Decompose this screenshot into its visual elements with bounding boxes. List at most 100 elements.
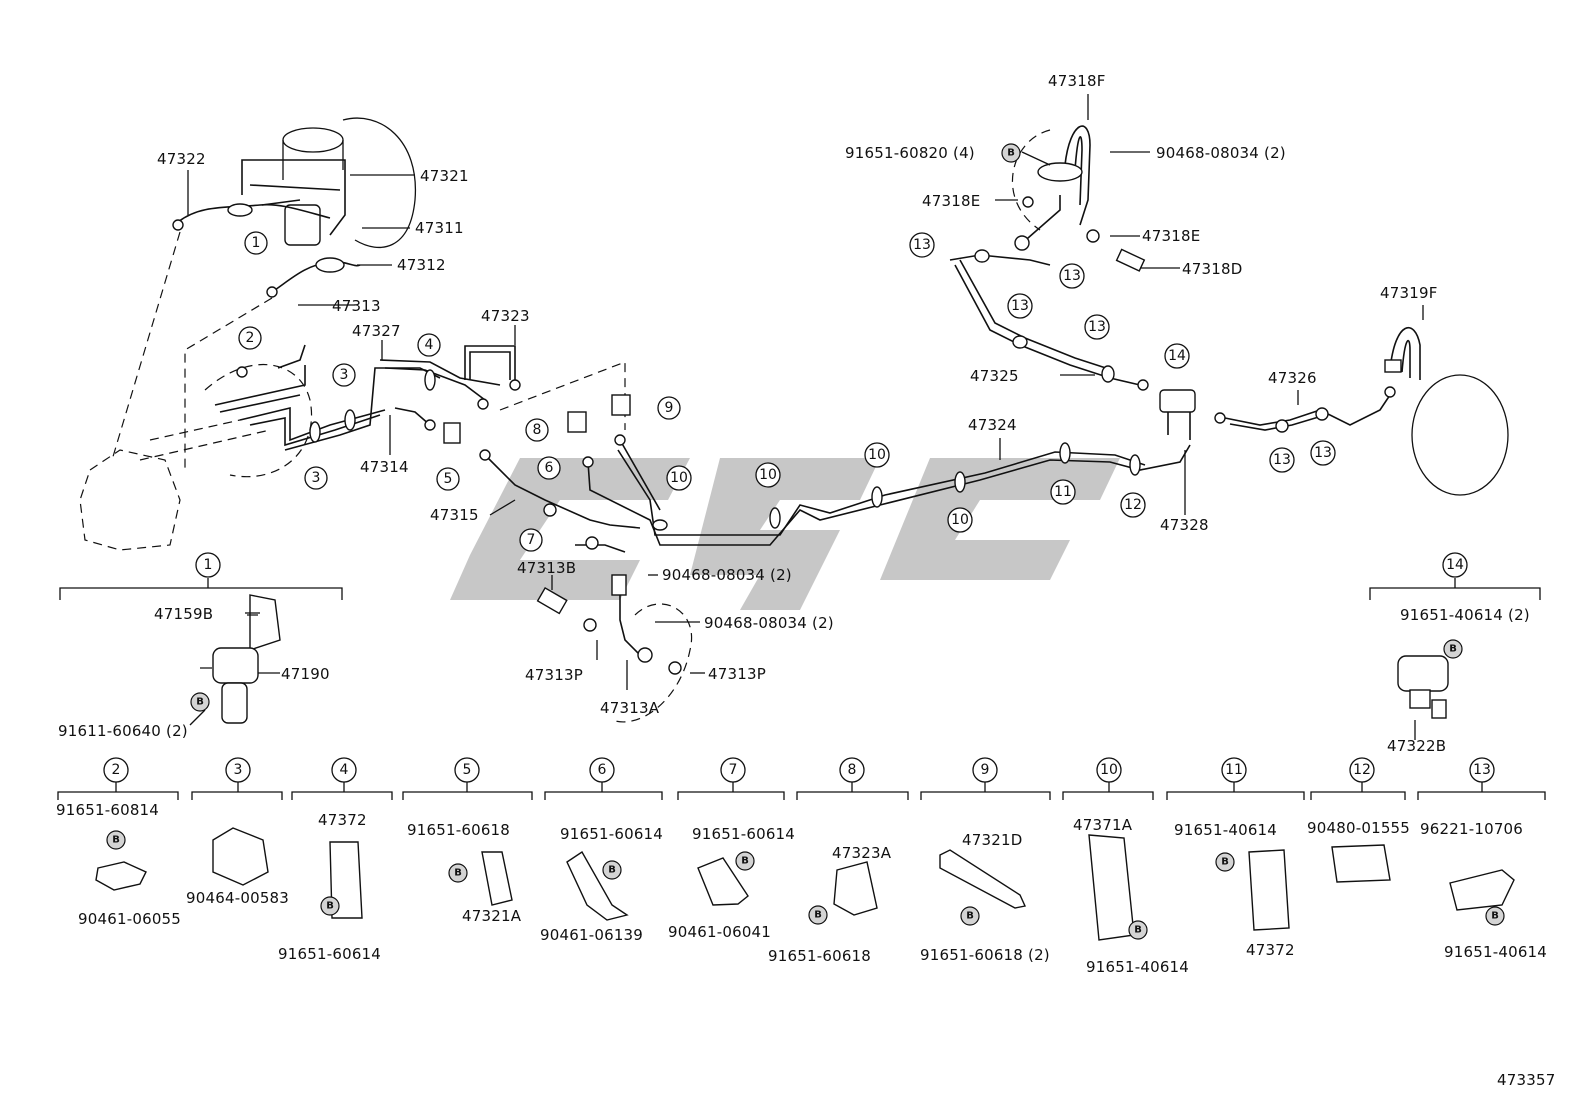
guide-line (499, 361, 626, 430)
svg-text:10: 10 (868, 447, 886, 463)
label-91611-60640: 91611-60640 (2) (58, 722, 188, 740)
bolt-b-icon: B (602, 860, 622, 880)
detail-part-number: 90461-06055 (78, 910, 181, 928)
callout-3b: 3 (304, 466, 328, 490)
callout-13f: 13 (1310, 440, 1336, 466)
detail-index-circle: 5 (454, 757, 480, 783)
svg-text:11: 11 (1054, 484, 1072, 500)
label-47313B: 47313B (517, 559, 576, 577)
guide-line (111, 231, 181, 461)
proportioning-valve-detail (59, 578, 343, 724)
master-cylinder-assembly (172, 117, 417, 298)
detail-part-number: 91651-40614 (1444, 943, 1547, 961)
svg-text:13: 13 (1063, 268, 1081, 284)
detail-index-circle: 6 (589, 757, 615, 783)
part-labels: 47322 47321 47311 47312 47313 47327 4732… (58, 72, 1530, 755)
label-90468-b: 90468-08034 (2) (704, 614, 834, 632)
label-47314: 47314 (360, 458, 409, 476)
svg-text:9: 9 (665, 400, 674, 416)
callout-5: 5 (436, 467, 460, 491)
label-47313P-b: 47313P (708, 665, 766, 683)
label-47325: 47325 (970, 367, 1019, 385)
header-callout-14: 14 (1442, 552, 1468, 578)
bolt-b-icon: B (1128, 920, 1148, 940)
label-47312: 47312 (397, 256, 446, 274)
callout-7: 7 (519, 528, 543, 552)
detail-index-number: 12 (1353, 762, 1371, 778)
callout-12: 12 (1120, 492, 1146, 518)
callout-9: 9 (657, 396, 681, 420)
detail-index-circle: 2 (103, 757, 129, 783)
label-90468-a: 90468-08034 (2) (662, 566, 792, 584)
svg-text:8: 8 (533, 422, 542, 438)
label-47313A: 47313A (600, 699, 660, 717)
svg-text:10: 10 (670, 470, 688, 486)
svg-text:10: 10 (951, 512, 969, 528)
leader-lines (187, 94, 1424, 740)
svg-text:B: B (814, 910, 822, 921)
label-47326: 47326 (1268, 369, 1317, 387)
detail-part-number: 91651-40614 (1086, 958, 1189, 976)
callout-3a: 3 (332, 363, 356, 387)
label-47322: 47322 (157, 150, 206, 168)
detail-part-number: 90461-06041 (668, 923, 771, 941)
callout-10b: 10 (755, 462, 781, 488)
detail-part-number: 90461-06139 (540, 926, 643, 944)
svg-text:B: B (112, 835, 120, 846)
label-47190: 47190 (281, 665, 330, 683)
label-47313P-a: 47313P (525, 666, 583, 684)
svg-text:1: 1 (252, 235, 261, 251)
label-47159B: 47159B (154, 605, 213, 623)
detail-index-number: 5 (463, 762, 472, 778)
detail-index-number: 10 (1100, 762, 1118, 778)
svg-text:B: B (196, 697, 204, 708)
svg-text:5: 5 (444, 471, 453, 487)
detail-index-circle: 10 (1096, 757, 1122, 783)
svg-text:B: B (741, 856, 749, 867)
detail-part-number: 47321D (962, 831, 1022, 849)
clamp-5 (443, 422, 461, 444)
label-47327: 47327 (352, 322, 401, 340)
detail-index-number: 6 (598, 762, 607, 778)
bolt-b-icon: B (1443, 639, 1463, 659)
callout-4: 4 (417, 333, 441, 357)
bolt-markers: B B B (190, 143, 1463, 712)
callout-13a: 13 (909, 232, 935, 258)
callout-14: 14 (1164, 343, 1190, 369)
detail-part-number: 47371A (1073, 816, 1133, 834)
detail-part-number: 90464-00583 (186, 889, 289, 907)
svg-text:14: 14 (1446, 557, 1464, 573)
header-callout-1: 1 (195, 552, 221, 578)
svg-text:13: 13 (913, 237, 931, 253)
bolt-b-icon: B (960, 906, 980, 926)
front-pipe-bundle (214, 344, 521, 451)
guide-line (184, 297, 273, 470)
bolt-b-icon: B (1485, 906, 1505, 926)
label-47318D: 47318D (1182, 260, 1242, 278)
bottom-parts-row: 2B91651-6081490461-06055390464-005834B47… (56, 757, 1547, 976)
detail-index-circle: 12 (1349, 757, 1375, 783)
detail-part-number: 96221-10706 (1420, 820, 1523, 838)
label-47318F: 47318F (1048, 72, 1106, 90)
svg-text:4: 4 (425, 337, 434, 353)
svg-text:B: B (1449, 644, 1457, 655)
label-91651-60820: 91651-60820 (4) (845, 144, 975, 162)
svg-text:3: 3 (340, 367, 349, 383)
engine-outline (79, 449, 181, 551)
detail-part-number: 90480-01555 (1307, 819, 1410, 837)
label-91651-40614-2: 91651-40614 (2) (1400, 606, 1530, 624)
callout-13c: 13 (1007, 293, 1033, 319)
detail-part-number: 47372 (318, 811, 367, 829)
svg-text:13: 13 (1314, 445, 1332, 461)
label-47311: 47311 (415, 219, 464, 237)
svg-text:10: 10 (759, 467, 777, 483)
detail-index-number: 8 (848, 762, 857, 778)
svg-text:B: B (1134, 925, 1142, 936)
detail-index-number: 2 (112, 762, 121, 778)
bolt-b-icon: B (735, 851, 755, 871)
bolt-b-icon: B (448, 863, 468, 883)
